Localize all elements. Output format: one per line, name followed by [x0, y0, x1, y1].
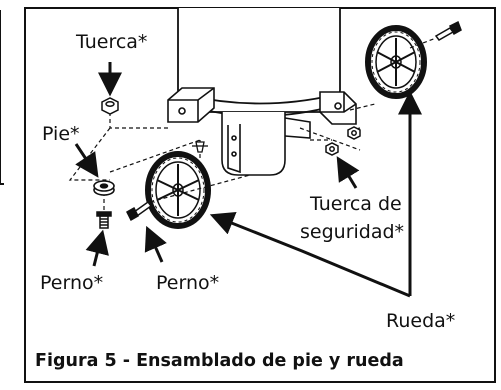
right-bracket: [319, 91, 357, 125]
center-fastener: [192, 141, 208, 153]
arrow-pie: [74, 143, 99, 178]
figure-caption: Figura 5 - Ensamblado de pie y rueda: [35, 351, 404, 371]
wheel-bolt: [126, 200, 153, 222]
left-bracket: [167, 87, 215, 123]
foot-bolt: [96, 211, 112, 229]
arrow-rueda-left: [209, 212, 411, 298]
label-tuerca-de-line2: seguridad*: [300, 221, 404, 243]
left-wheel: [145, 151, 211, 229]
arrow-lock-nut: [336, 156, 360, 189]
label-pie: Pie*: [42, 123, 80, 145]
label-perno-left: Perno*: [40, 272, 103, 294]
arrow-perno-left: [85, 229, 109, 267]
label-perno-center: Perno*: [156, 272, 219, 294]
center-foot-bracket: [221, 112, 311, 176]
label-tuerca-de-line1: Tuerca de: [309, 193, 402, 215]
label-tuerca: Tuerca*: [75, 31, 147, 53]
label-rueda: Rueda*: [386, 310, 455, 332]
foot-pad: [93, 180, 115, 196]
right-wheel: [365, 25, 427, 99]
nut: [101, 97, 119, 115]
lock-nut-upper: [347, 126, 361, 140]
arrow-perno-center: [144, 225, 167, 263]
callout-arrows: [74, 62, 422, 298]
wheel-bolt-right: [434, 20, 462, 41]
lock-nut-lower: [325, 142, 339, 156]
